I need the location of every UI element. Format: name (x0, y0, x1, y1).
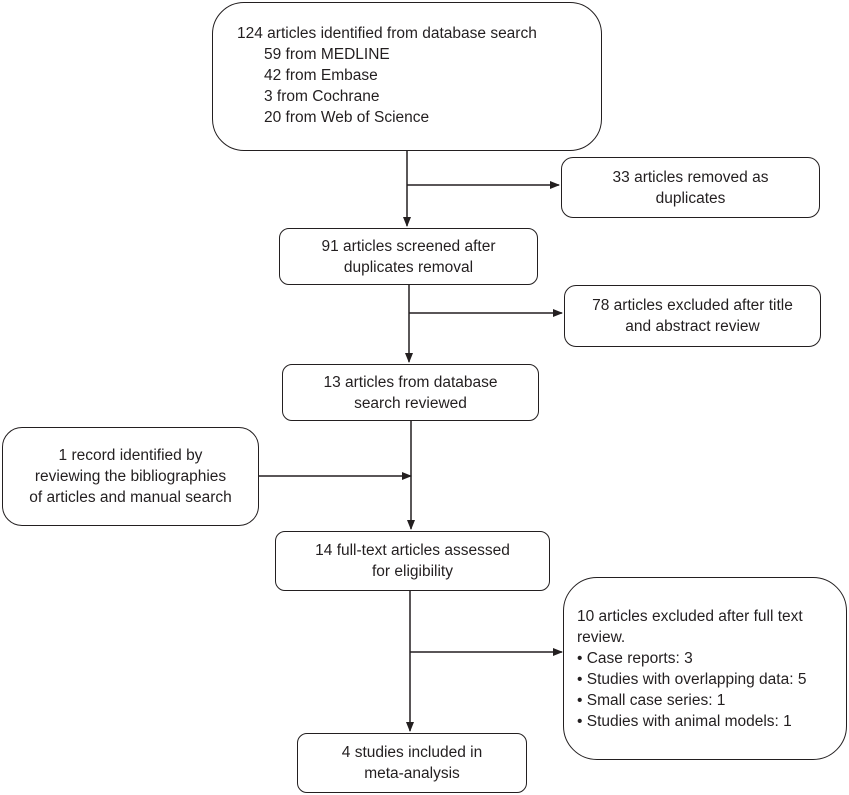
source-cochrane: 3 from Cochrane (264, 88, 380, 105)
list-item: • Studies with overlapping data: 5 (577, 671, 807, 688)
excluded-fulltext-line-2: review. (577, 629, 626, 646)
list-item: • Case reports: 3 (577, 650, 693, 667)
fulltext-line-1: 14 full-text articles assessed (315, 542, 510, 559)
exclusion-reasons-list: • Case reports: 3 • Studies with overlap… (577, 648, 846, 732)
manual-line-1: 1 record identified by (58, 447, 203, 464)
screened-box: 91 articles screened after duplicates re… (279, 228, 538, 285)
source-medline: 59 from MEDLINE (264, 46, 390, 63)
fulltext-box: 14 full-text articles assessed for eligi… (275, 531, 550, 591)
list-item: • Studies with animal models: 1 (577, 713, 792, 730)
database-search-box: 124 articles identified from database se… (212, 2, 602, 151)
source-embase: 42 from Embase (264, 67, 378, 84)
excluded-title-line-1: 78 articles excluded after title (592, 297, 793, 314)
excluded-fulltext-line-1: 10 articles excluded after full text (577, 608, 803, 625)
manual-line-2: reviewing the bibliographies (34, 468, 227, 485)
fulltext-line-2: for eligibility (372, 563, 453, 580)
included-line-1: 4 studies included in (341, 744, 483, 761)
excluded-title-abstract-box: 78 articles excluded after title and abs… (564, 285, 821, 347)
excluded-fulltext-box: 10 articles excluded after full text rev… (563, 577, 847, 760)
screened-line-2: duplicates removal (343, 258, 474, 276)
search-total-text: 124 articles identified from database se… (237, 25, 537, 42)
reviewed-line-1: 13 articles from database (323, 373, 498, 391)
reviewed-line-2: search reviewed (354, 394, 467, 412)
duplicates-removed-line-2: duplicates (655, 189, 726, 207)
source-web-of-science: 20 from Web of Science (264, 109, 430, 126)
screened-line-1: 91 articles screened after (321, 237, 496, 255)
included-box: 4 studies included in meta-analysis (297, 733, 527, 793)
manual-search-box: 1 record identified by reviewing the bib… (2, 427, 259, 526)
duplicates-removed-box: 33 articles removed as duplicates (561, 157, 820, 218)
reviewed-box: 13 articles from database search reviewe… (282, 364, 539, 421)
duplicates-removed-line-1: 33 articles removed as (612, 168, 769, 186)
excluded-title-line-2: and abstract review (625, 318, 760, 335)
included-line-2: meta-analysis (364, 765, 460, 782)
manual-line-3: of articles and manual search (29, 489, 232, 506)
list-item: • Small case series: 1 (577, 692, 726, 709)
